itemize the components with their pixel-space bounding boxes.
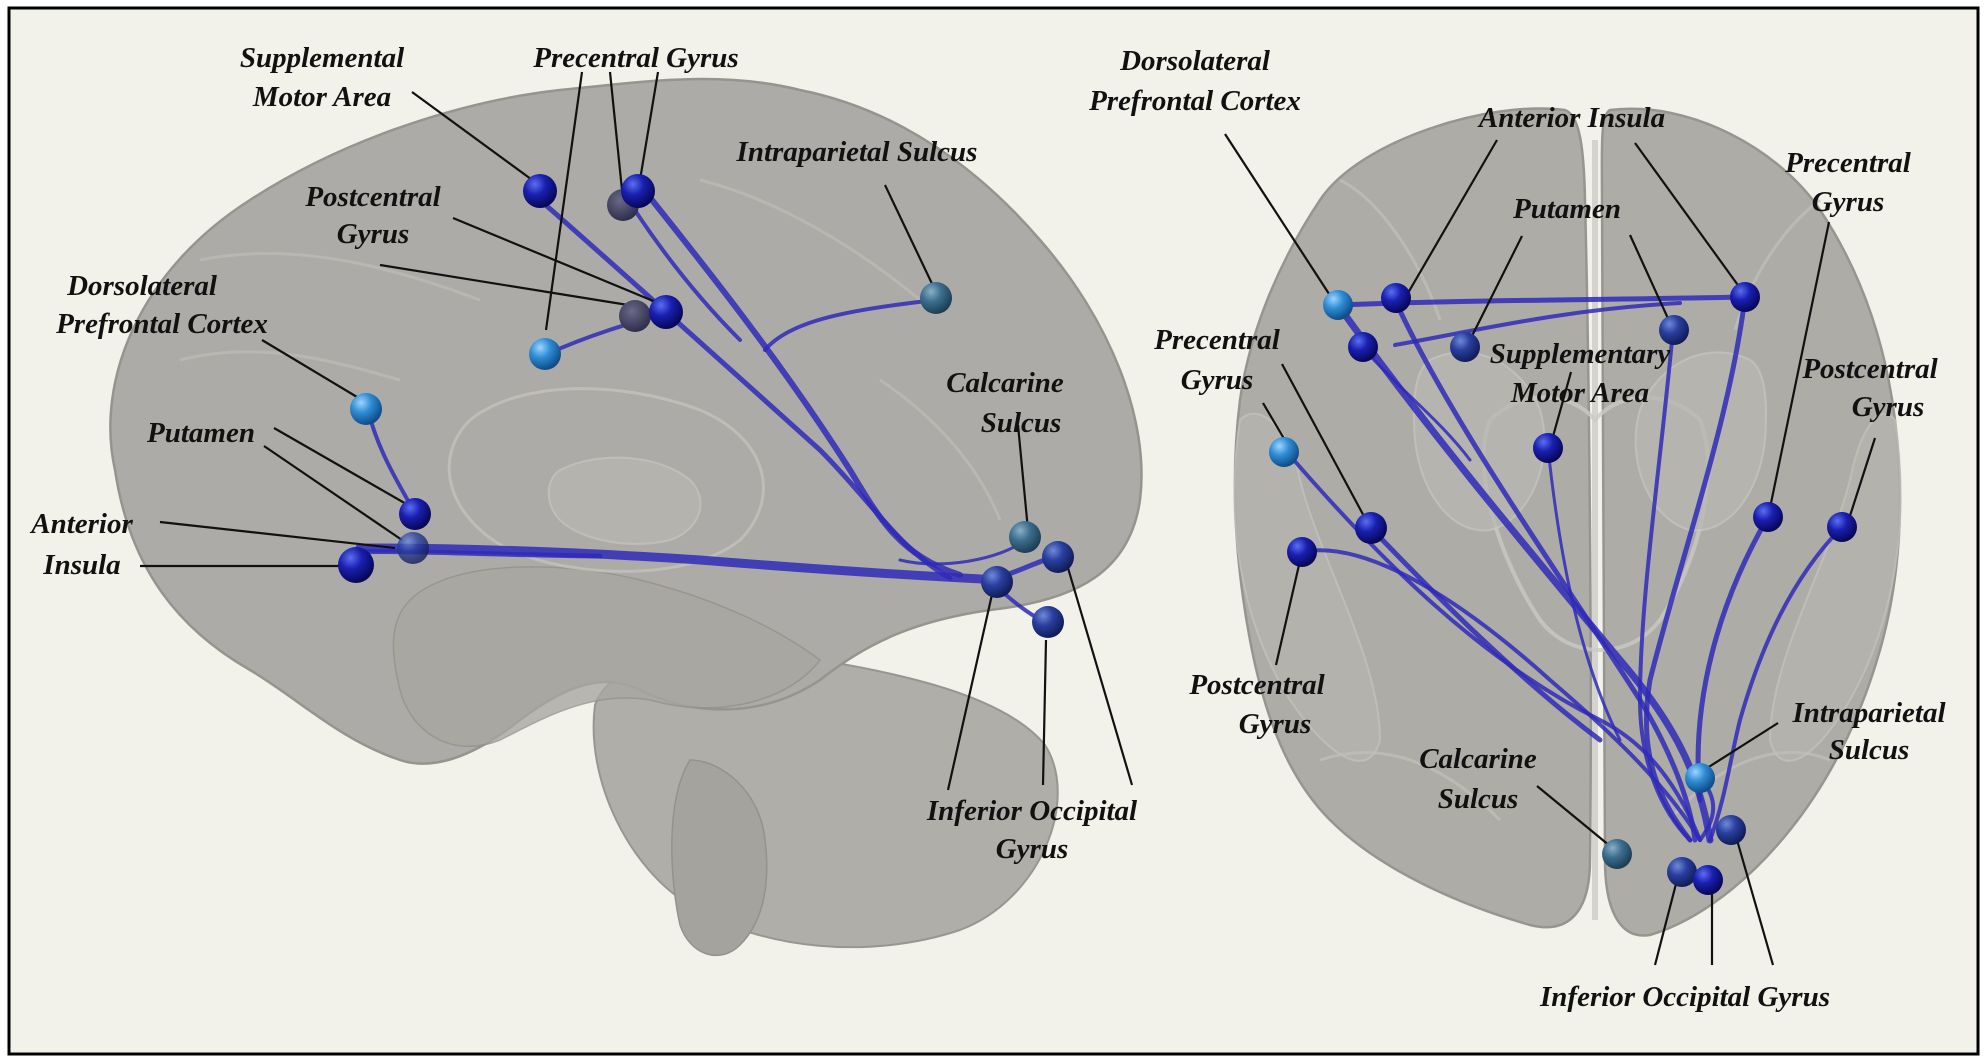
- label-inferior-occipital-gyrus: Inferior Occipital Gyrus: [1539, 981, 1830, 1013]
- node-precentral-gyrus-right: [1753, 502, 1783, 532]
- node-dlpfc: [1323, 290, 1353, 320]
- label-precentral-gyrus-left: Gyrus: [1181, 364, 1254, 396]
- node-postcentral-gyrus-left: [1287, 537, 1317, 567]
- axial-nodes: [1269, 282, 1857, 895]
- temporal-lobe-shape: [392, 566, 822, 748]
- label-dlpfc: Dorsolateral: [66, 270, 218, 302]
- label-anterior-insula: Anterior Insula: [1477, 102, 1665, 134]
- node-anterior-insula: [1381, 283, 1411, 313]
- node-inferior-occipital-gyrus-b: [981, 566, 1013, 598]
- label-supplemental-motor-area: Supplemental: [240, 42, 405, 74]
- label-supplementary-motor-area: Motor Area: [1510, 377, 1649, 409]
- node-inferior-occipital-gyrus-c: [1032, 606, 1064, 638]
- node-putamen-right: [1659, 315, 1689, 345]
- node-supplemental-motor-area: [523, 174, 557, 208]
- node-precentral-gyrus-lower: [529, 338, 561, 370]
- sagittal-brain: [109, 77, 1143, 956]
- label-inferior-occipital-gyrus: Gyrus: [996, 833, 1069, 865]
- label-calcarine-sulcus: Calcarine: [1419, 743, 1537, 775]
- sagittal-leaders: [140, 71, 1134, 791]
- label-calcarine-sulcus: Sulcus: [1438, 783, 1519, 815]
- label-dlpfc: Prefrontal Cortex: [55, 308, 268, 340]
- label-intraparietal-sulcus: Intraparietal: [1791, 697, 1946, 729]
- node-putamen: [399, 498, 431, 530]
- node-intraparietal-sulcus: [920, 282, 952, 314]
- label-postcentral-gyrus: Gyrus: [337, 218, 410, 250]
- node-anterior-insula: [338, 547, 374, 583]
- node-precentral-gyrus-left: [1269, 437, 1299, 467]
- label-dlpfc: Prefrontal Cortex: [1088, 85, 1301, 117]
- node-anterior-insula-right: [1730, 282, 1760, 312]
- node-supplementary-motor-area: [1533, 433, 1563, 463]
- axial-brain: [1233, 107, 1902, 937]
- node-precentral-gyrus-left-b: [1355, 512, 1387, 544]
- brainstem-shape: [671, 759, 768, 956]
- node-precentral-gyrus-left-upper: [1348, 332, 1378, 362]
- label-dlpfc: Dorsolateral: [1119, 45, 1271, 77]
- label-anterior-insula: Insula: [42, 549, 120, 581]
- label-postcentral-gyrus-left: Postcentral: [1188, 669, 1325, 701]
- label-supplementary-motor-area: Supplementary: [1490, 338, 1671, 370]
- node-calcarine-sulcus: [1009, 521, 1041, 553]
- axial-leaders: [1224, 133, 1877, 966]
- node-dlpfc: [350, 393, 382, 425]
- axial-labels: Dorsolateral Prefrontal Cortex Anterior …: [1088, 45, 1946, 1013]
- label-postcentral-gyrus-right: Gyrus: [1852, 391, 1925, 423]
- node-precentral-gyrus: [621, 174, 655, 208]
- label-precentral-gyrus: Precentral Gyrus: [532, 42, 738, 74]
- label-calcarine-sulcus: Calcarine: [946, 367, 1064, 399]
- node-postcentral-gyrus-right: [1827, 512, 1857, 542]
- label-inferior-occipital-gyrus: Inferior Occipital: [926, 795, 1138, 827]
- node-postcentral-gyrus: [649, 295, 683, 329]
- node-postcentral-gyrus-shadow: [619, 300, 651, 332]
- node-inferior-occipital-gyrus-a: [1042, 541, 1074, 573]
- label-putamen: Putamen: [146, 417, 255, 449]
- node-calcarine-sulcus: [1602, 839, 1632, 869]
- cortex-shape: [109, 77, 1143, 765]
- label-postcentral-gyrus-right: Postcentral: [1801, 353, 1938, 385]
- label-precentral-gyrus-right: Gyrus: [1812, 186, 1885, 218]
- label-putamen: Putamen: [1512, 193, 1621, 225]
- gyrus-contour: [1319, 178, 1831, 822]
- label-supplemental-motor-area: Motor Area: [252, 81, 391, 113]
- temporal-outline: [1768, 412, 1902, 762]
- node-putamen: [1450, 332, 1480, 362]
- node-inferior-occipital-gyrus-b: [1667, 857, 1697, 887]
- node-intraparietal-sulcus: [1685, 763, 1715, 793]
- subcortical-shape: [447, 387, 765, 573]
- gyrus-contour: [179, 178, 1002, 521]
- node-anterior-insula-shadow: [397, 532, 429, 564]
- label-intraparietal-sulcus: Sulcus: [1829, 734, 1910, 766]
- node-inferior-occipital-gyrus-c: [1693, 865, 1723, 895]
- label-anterior-insula: Anterior: [29, 508, 133, 540]
- label-postcentral-gyrus: Postcentral: [304, 181, 441, 213]
- sagittal-tracts: [352, 182, 1048, 624]
- label-postcentral-gyrus-left: Gyrus: [1239, 708, 1312, 740]
- label-intraparietal-sulcus: Intraparietal Sulcus: [736, 136, 978, 168]
- label-calcarine-sulcus: Sulcus: [981, 407, 1062, 439]
- node-inferior-occipital-gyrus-a: [1716, 815, 1746, 845]
- label-precentral-gyrus-left: Precentral: [1153, 324, 1281, 356]
- sagittal-labels: Supplemental Motor Area Precentral Gyrus…: [29, 42, 1138, 865]
- label-precentral-gyrus-right: Precentral: [1784, 147, 1912, 179]
- subcortical-shape: [547, 456, 702, 545]
- sagittal-nodes: [338, 174, 1074, 638]
